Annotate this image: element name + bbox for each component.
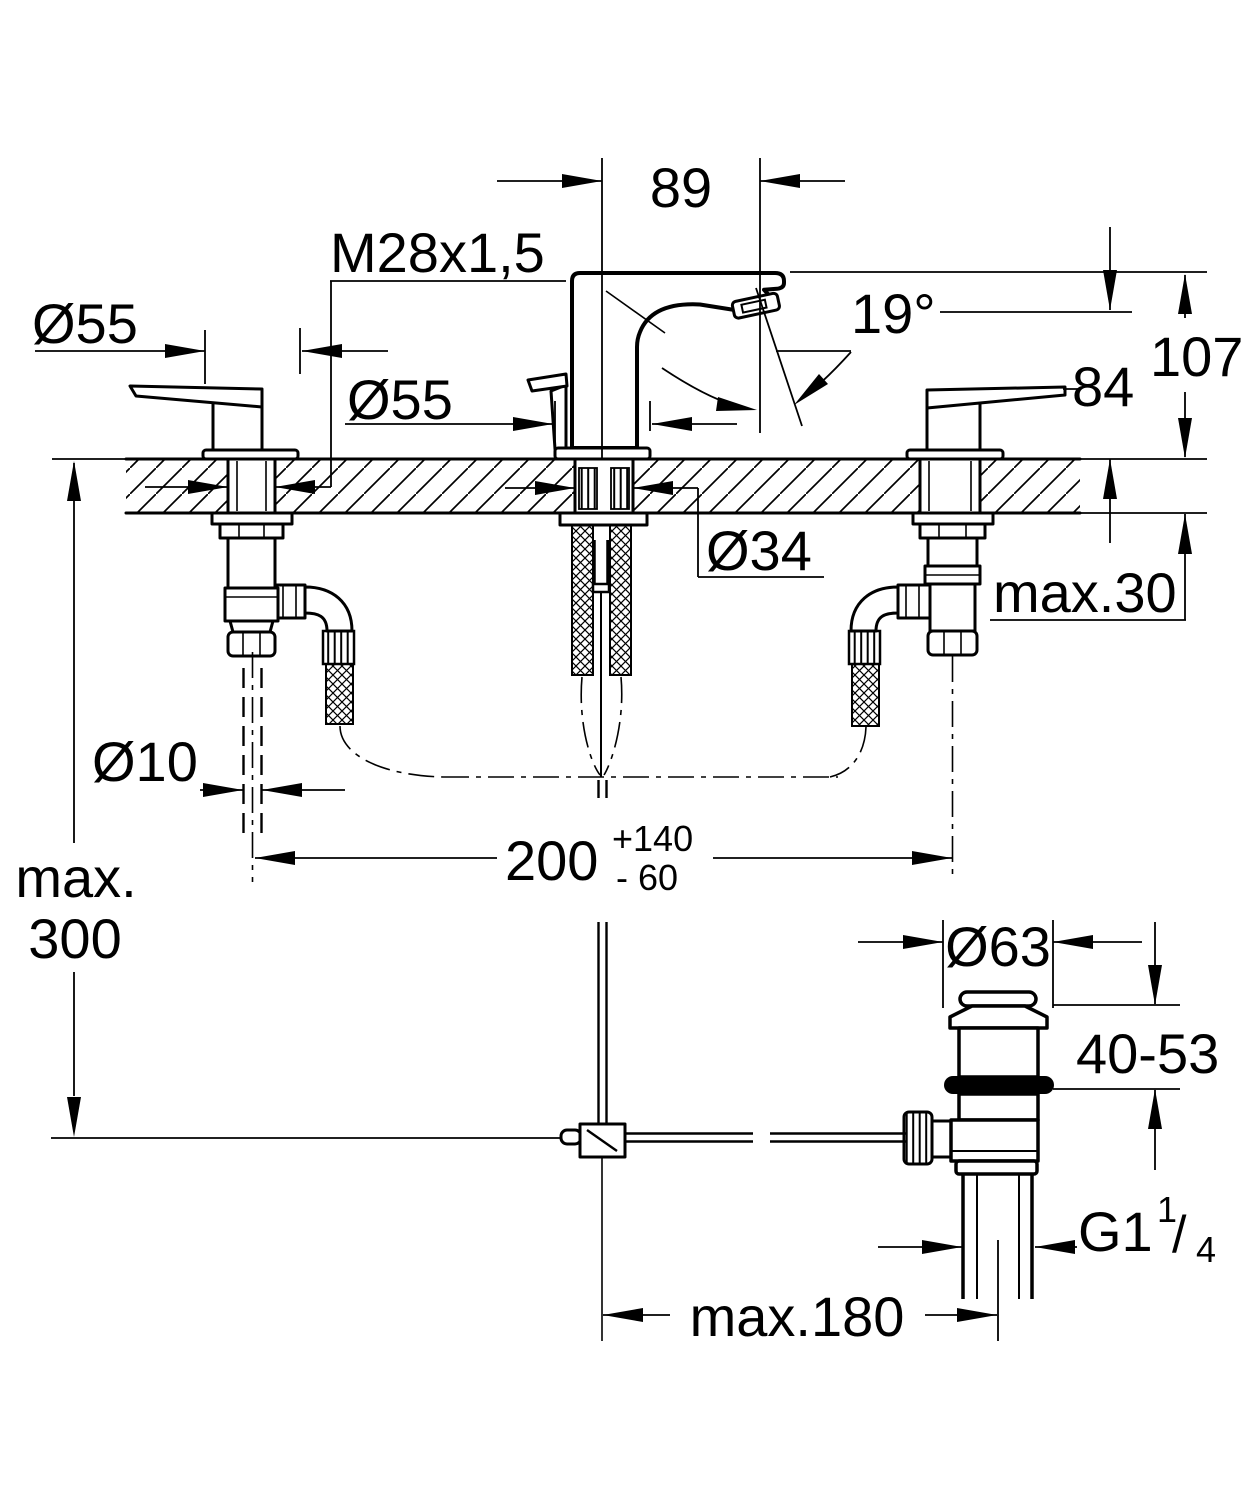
dim-waste-flange-diameter: Ø63 — [858, 915, 1142, 1008]
spout-body — [570, 271, 786, 450]
dim-valve-thread: M28x1,5 — [145, 221, 566, 494]
dim-handle-diameter-label: Ø55 — [32, 292, 138, 355]
waste-body — [949, 1118, 1040, 1163]
left-handle-lever — [128, 384, 264, 409]
dim-height-outlet-label: 84 — [1072, 355, 1134, 418]
dim-handle-diameter: Ø55 — [32, 292, 388, 384]
dim-center-shank-diameter-label: Ø34 — [706, 519, 812, 582]
left-supply-hose — [325, 663, 354, 725]
counter-extension-lines — [52, 458, 1207, 514]
dim-hole-distance-minus: - 60 — [616, 857, 678, 898]
dim-installation-depth-value: 300 — [28, 907, 121, 970]
pop-up-waste-valve — [902, 990, 1054, 1299]
aerator — [730, 291, 781, 320]
countertop — [52, 457, 1207, 515]
right-handle-flange — [905, 448, 1005, 461]
dim-spout-reach: 89 — [497, 156, 845, 459]
dim-hole-distance-label: 200 — [505, 829, 598, 892]
dim-valve-thread-label: M28x1,5 — [330, 221, 545, 284]
dim-deck-thickness-label: max.30 — [993, 561, 1177, 624]
dim-height-outlet: 84 — [1063, 227, 1134, 543]
dim-installation-depth-word: max. — [15, 846, 136, 909]
right-side-valve — [847, 385, 1067, 878]
left-handle-flange — [201, 448, 300, 461]
center-spout — [526, 271, 786, 777]
dim-height-total-label: 107 — [1150, 325, 1243, 388]
dim-spout-reach-label: 89 — [650, 156, 712, 219]
dim-spout-base-diameter: Ø55 — [345, 368, 737, 445]
mixer-lever — [526, 372, 569, 393]
waste-seal — [944, 1076, 1054, 1094]
spout-hose-right — [609, 524, 632, 676]
dim-hole-distance: 200 +140 - 60 — [255, 818, 952, 898]
dim-hole-distance-plus: +140 — [612, 818, 693, 859]
dim-pipe-diameter: Ø10 — [92, 730, 345, 797]
dim-spout-base-diameter-label: Ø55 — [347, 368, 453, 431]
right-handle-lever — [925, 385, 1067, 410]
dim-height-total: 107 — [790, 271, 1243, 458]
dim-waste-thread-slash: / — [1172, 1206, 1187, 1264]
mixer-lever-stem — [549, 383, 568, 451]
left-handle-stem — [211, 400, 264, 453]
left-side-valve — [128, 384, 356, 882]
dim-installation-depth: max. 300 — [15, 461, 563, 1139]
dim-waste-thread-num: 1 — [1157, 1189, 1177, 1230]
dim-waste-flange-diameter-label: Ø63 — [945, 915, 1051, 978]
waste-plug — [958, 990, 1038, 1008]
flexible-connection-rails — [339, 676, 867, 778]
waste-tailpipe — [961, 1174, 1034, 1299]
dim-spout-angle-label: 19° — [851, 282, 936, 345]
left-elbow — [303, 585, 354, 633]
right-supply-hose — [851, 663, 880, 727]
spout-hose-left — [571, 524, 594, 676]
dim-center-shank-diameter: Ø34 — [505, 481, 824, 582]
dim-waste-thread-den: 4 — [1196, 1229, 1216, 1270]
dim-waste-thread: G1 1 / 4 — [878, 1189, 1216, 1270]
dim-deck-thickness: max.30 — [990, 514, 1192, 624]
pop-up-rod-assembly — [559, 780, 906, 1341]
right-elbow — [849, 585, 900, 633]
dim-waste-thread-main: G1 — [1078, 1200, 1153, 1263]
dim-rod-offset: max.180 — [603, 1240, 999, 1348]
dim-pipe-diameter-label: Ø10 — [92, 730, 198, 793]
dim-rod-offset-label: max.180 — [690, 1285, 905, 1348]
dim-basin-thickness-label: 40-53 — [1076, 1022, 1219, 1085]
dim-spout-angle: 19° — [661, 282, 1132, 427]
waste-knob — [902, 1110, 934, 1166]
right-handle-stem — [925, 400, 982, 453]
dim-basin-thickness: 40-53 — [1053, 922, 1219, 1170]
